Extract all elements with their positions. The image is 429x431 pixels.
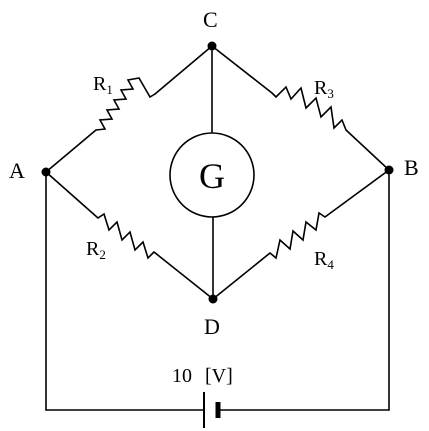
resistor-r3-label: R3 <box>314 77 334 101</box>
resistor-r2-label: R2 <box>86 238 106 262</box>
node-a-dot <box>41 167 51 177</box>
resistor-r1-label: R1 <box>93 73 113 97</box>
node-c-label: C <box>203 7 218 32</box>
galvanometer-label: G <box>199 156 225 196</box>
resistor-r4-zigzag <box>269 211 326 260</box>
branch-c-b <box>211 45 390 171</box>
galvanometer-branch: G <box>169 45 255 300</box>
branch-a-d <box>45 171 214 300</box>
source-voltage-unit: [V] <box>205 365 233 387</box>
branch-d-b <box>212 169 390 300</box>
node-b-label: B <box>404 155 419 180</box>
resistor-r3-zigzag <box>271 85 347 131</box>
resistor-r2-zigzag <box>97 212 155 260</box>
resistor-r1-zigzag <box>95 77 156 131</box>
source-voltage-value: 10 <box>172 365 192 387</box>
galvanometer-circle <box>169 132 255 218</box>
node-d-label: D <box>204 314 220 339</box>
node-a-label: A <box>9 158 25 183</box>
node-c-dot <box>207 41 217 51</box>
branch-a-c <box>45 45 213 173</box>
source-loop: 10 [V] <box>45 169 390 428</box>
resistor-r4-label: R4 <box>314 248 334 272</box>
node-d-dot <box>208 294 218 304</box>
node-b-dot <box>384 165 394 175</box>
